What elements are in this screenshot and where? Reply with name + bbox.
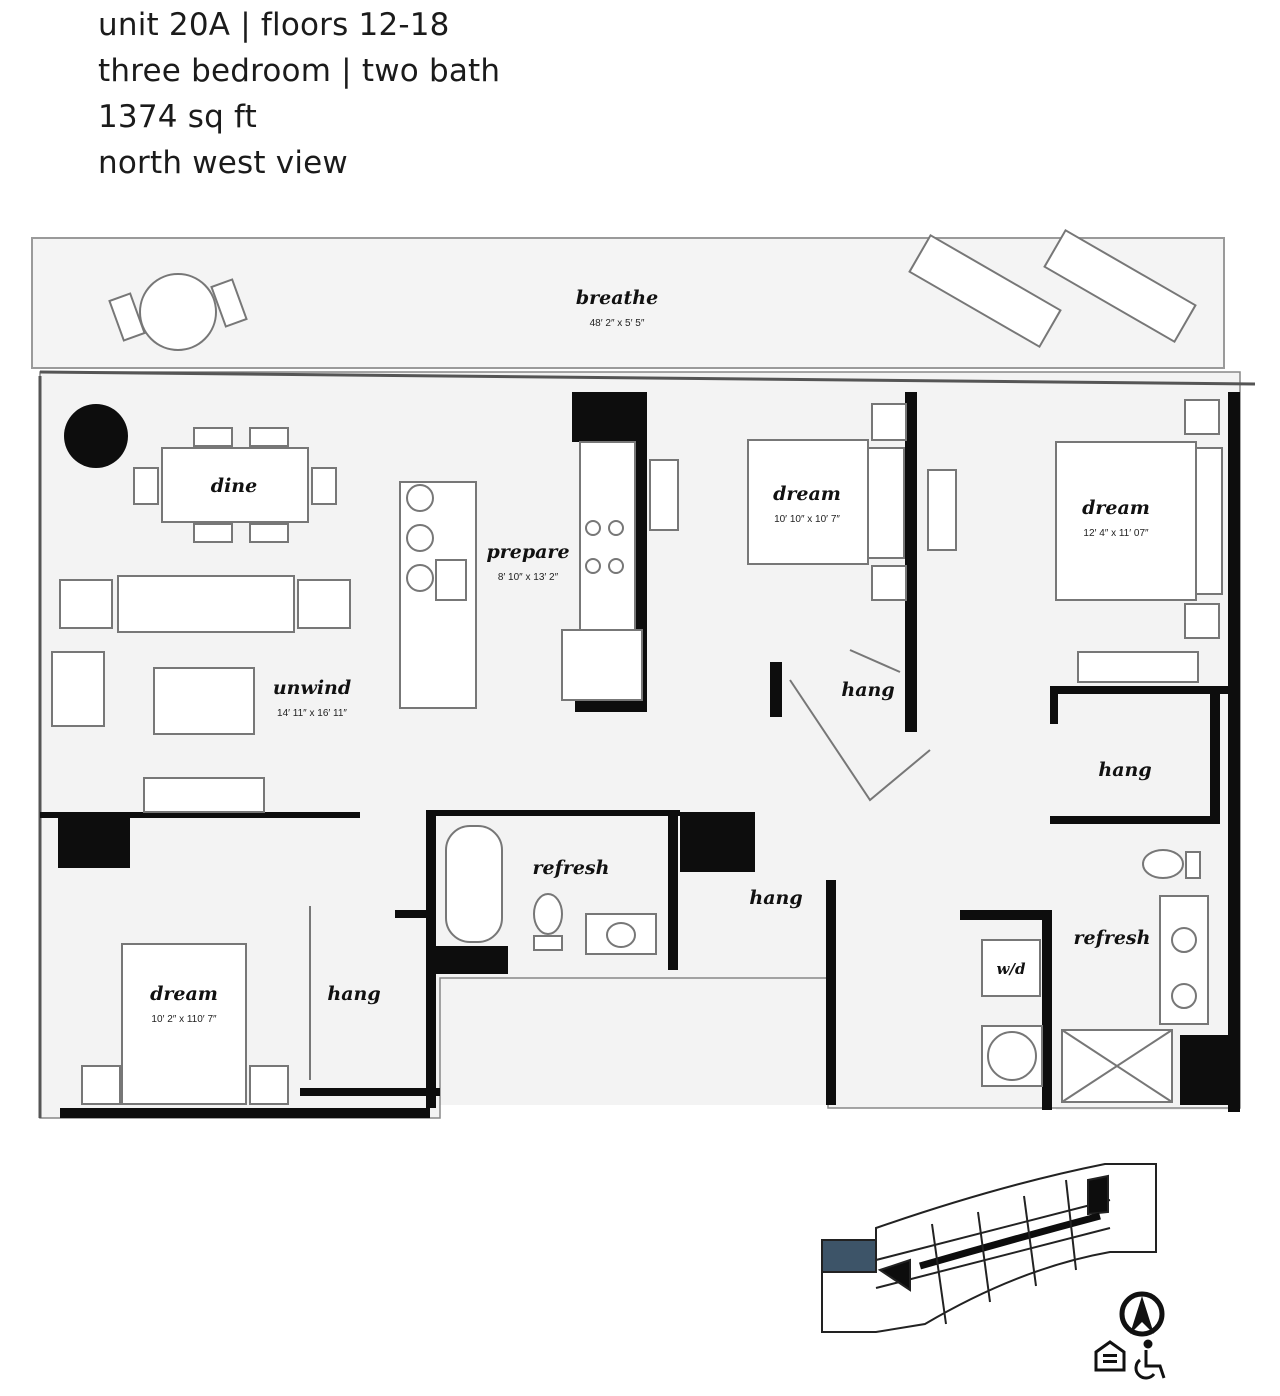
- closet-mid-label: hang: [841, 679, 894, 701]
- unit-title: unit 20A | floors 12-18: [98, 7, 450, 43]
- unit-area: 1374 sq ft: [98, 99, 257, 135]
- dining-set: [64, 404, 337, 543]
- unit-rooms: three bedroom | two bath: [98, 53, 501, 89]
- balcony-label: breathe: [576, 287, 658, 309]
- living-set: [51, 575, 351, 813]
- living-label: unwind: [273, 677, 351, 699]
- north-arrow-icon: [1119, 1291, 1165, 1337]
- unit-floor: [39, 371, 1241, 1119]
- kitchen-label: prepare: [486, 541, 569, 563]
- room-labels: breathe 48′ 2″ x 5′ 5″ dine prepare 8′ 1…: [150, 287, 1152, 1025]
- bedroom-left-dim: 10′ 2″ x 110′ 7″: [151, 1014, 217, 1025]
- kitchen: [399, 441, 679, 709]
- walls: [40, 392, 1240, 1118]
- wheelchair-icon: [1134, 1339, 1166, 1380]
- balcony: [31, 228, 1225, 369]
- key-plan: [821, 1163, 1157, 1333]
- equal-housing-icon: [1094, 1340, 1126, 1372]
- closet-center-label: hang: [749, 887, 802, 909]
- bedroom-right-dim: 12′ 4″ x 11′ 07″: [1083, 528, 1149, 539]
- bedroom-mid-furniture: [747, 403, 957, 601]
- unit-highlight: [821, 1239, 877, 1273]
- bedroom-right-furniture: [1055, 399, 1223, 683]
- laundry: [981, 939, 1043, 1087]
- closet-right-label: hang: [1098, 759, 1151, 781]
- bedroom-right-label: dream: [1082, 497, 1150, 519]
- bath-right-label: refresh: [1074, 927, 1151, 949]
- kitchen-dim: 8′ 10″ x 13′ 2″: [498, 572, 559, 583]
- balcony-dim: 48′ 2″ x 5′ 5″: [590, 318, 645, 329]
- laundry-label: w/d: [997, 960, 1026, 978]
- bathroom-right-fixtures: [1061, 849, 1209, 1103]
- bath-center-label: refresh: [533, 857, 610, 879]
- closet-left-label: hang: [327, 983, 380, 1005]
- bedroom-left-furniture: [81, 906, 311, 1105]
- bathroom-center-fixtures: [445, 825, 657, 955]
- unit-view: north west view: [98, 145, 348, 181]
- closet-mid: [789, 649, 931, 802]
- bedroom-left-label: dream: [150, 983, 218, 1005]
- bedroom-mid-label: dream: [773, 483, 841, 505]
- dine-label: dine: [211, 475, 257, 497]
- bedroom-mid-dim: 10′ 10″ x 10′ 7″: [774, 514, 840, 525]
- unit-header: unit 20A | floors 12-18 three bedroom | …: [98, 2, 500, 186]
- living-dim: 14′ 11″ x 16′ 11″: [277, 708, 347, 719]
